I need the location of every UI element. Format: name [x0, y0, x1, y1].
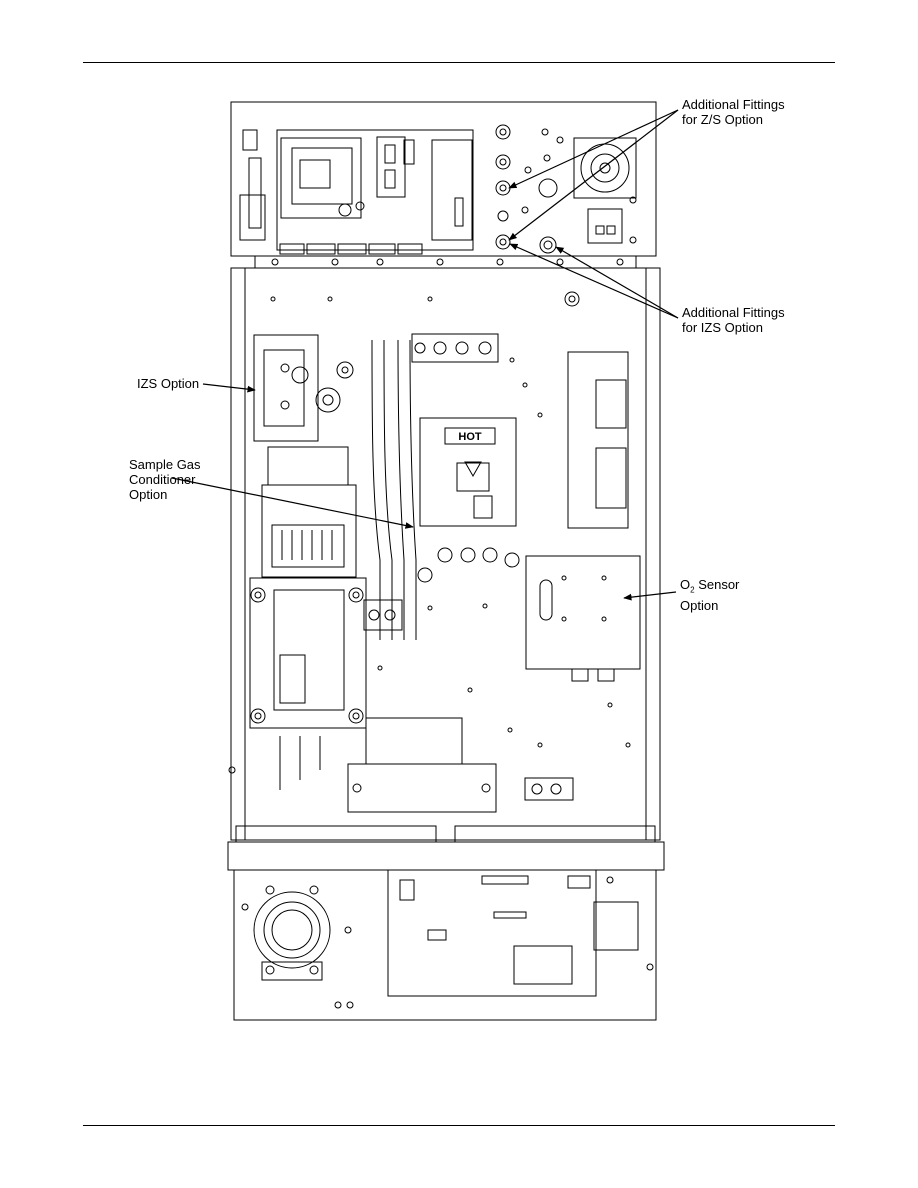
izs-fit-arrow-1 — [509, 243, 679, 319]
izs-fittings-line1: Additional Fittings — [682, 305, 785, 320]
izs-fit-arrow-2 — [555, 246, 679, 319]
top-rail — [254, 255, 637, 269]
o2-prefix: O — [680, 577, 691, 592]
sample-gas-line3: Option — [129, 487, 168, 502]
main-chassis — [228, 267, 661, 843]
zs-arrow-2 — [508, 109, 679, 241]
sample-gas-arrow — [171, 477, 414, 529]
sample-gas-line2: Conditioner — [129, 472, 196, 487]
fan-housing — [573, 137, 637, 199]
hot-label: HOT — [458, 431, 482, 443]
izs-option-label: IZS Option — [137, 376, 199, 391]
bottom-pcb — [387, 869, 597, 997]
izs-fittings-line2: for IZS Option — [682, 320, 763, 335]
o2-suffix: Sensor — [694, 577, 740, 592]
hot-plate — [444, 427, 496, 445]
pump-block — [347, 763, 497, 813]
izs-option-arrow — [202, 383, 256, 393]
manifold — [411, 333, 499, 363]
footer-rule — [83, 1125, 835, 1126]
sample-gas-label: Sample Gas Conditioner Option — [129, 457, 201, 502]
oven-box — [419, 417, 517, 527]
izs-fittings-label: Additional Fittings for IZS Option — [682, 305, 785, 335]
o2-arrow — [623, 591, 677, 601]
ground-stud-icon — [564, 291, 580, 307]
zs-fittings-line2: for Z/S Option — [682, 112, 763, 127]
callout-arrows — [171, 109, 679, 601]
connector-board — [567, 351, 629, 529]
shielded-module — [593, 901, 639, 951]
bottom-section — [233, 869, 657, 1021]
o2-sensor-line1: O2 Sensor — [680, 577, 739, 598]
zs-fittings-line1: Additional Fittings — [682, 97, 785, 112]
top-chassis-section — [230, 101, 657, 257]
bottom-rail — [227, 841, 665, 871]
cpu-board — [276, 129, 474, 251]
sample-gas-conditioner — [261, 484, 357, 578]
sample-gas-line1: Sample Gas — [129, 457, 201, 472]
o2-sensor-label: O2 Sensor Option — [680, 577, 739, 613]
o2-sensor-line2: Option — [680, 597, 719, 613]
zs-arrow-1 — [508, 109, 679, 189]
speaker-icon — [253, 891, 331, 969]
izs-option-line1: IZS Option — [137, 376, 200, 391]
header-rule — [83, 62, 835, 63]
zs-fittings-label: Additional Fittings for Z/S Option — [682, 97, 785, 127]
o2-subscript: 2 — [690, 585, 695, 595]
